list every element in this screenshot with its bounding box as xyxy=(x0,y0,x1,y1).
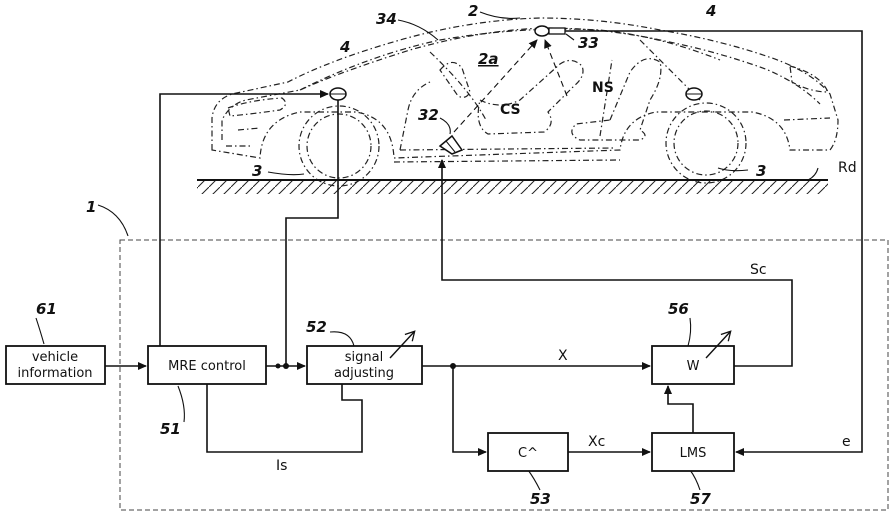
w-filter-label: W xyxy=(687,359,700,374)
vehicle-illustration xyxy=(211,17,839,187)
vehicle-information-line2: information xyxy=(17,366,92,381)
c-hat-block: C^ xyxy=(487,432,569,472)
sound-paths xyxy=(453,39,568,133)
ref-56: 56 xyxy=(668,300,689,318)
ref-2a: 2a xyxy=(478,50,499,68)
label-rd: Rd xyxy=(838,160,857,176)
signal-adjusting-line1: signal xyxy=(345,350,383,365)
ref-52: 52 xyxy=(306,318,327,336)
label-sc: Sc xyxy=(750,262,767,278)
ref-1: 1 xyxy=(86,198,96,216)
ref-32: 32 xyxy=(418,106,439,124)
ref-34: 34 xyxy=(376,10,397,28)
control-unit-frame xyxy=(119,239,889,511)
adjustable-arrow-52 xyxy=(389,330,416,359)
ref-3-rear: 3 xyxy=(756,162,766,180)
reference-numerals: 2 34 2a 33 4 4 32 3 3 1 61 51 52 53 56 5… xyxy=(36,2,766,508)
ref-4-front: 4 xyxy=(339,38,350,56)
label-e: e xyxy=(842,434,851,450)
front-wheel xyxy=(298,105,380,187)
vehicle-information-block: vehicle information xyxy=(5,345,106,385)
ref-33: 33 xyxy=(578,34,599,52)
adjustable-arrow-56 xyxy=(705,330,732,359)
label-cs: CS xyxy=(500,102,521,118)
vibration-sensor-front xyxy=(329,87,347,101)
ref-53: 53 xyxy=(530,490,551,508)
rear-wheel xyxy=(665,102,747,184)
ref-61: 61 xyxy=(36,300,57,318)
label-x: X xyxy=(558,348,568,364)
ref-57: 57 xyxy=(690,490,711,508)
lms-block: LMS xyxy=(651,432,735,472)
mre-control-label: MRE control xyxy=(168,359,246,374)
vehicle-information-line1: vehicle xyxy=(32,350,78,365)
signal-adjusting-line2: adjusting xyxy=(334,366,394,381)
leader-lines xyxy=(35,11,819,491)
signal-labels: CS NS Rd X Xc Sc e Is xyxy=(276,80,857,474)
lms-label: LMS xyxy=(680,446,707,461)
ref-51: 51 xyxy=(160,420,181,438)
signal-adjusting-block: signal adjusting xyxy=(306,345,423,385)
ref-2: 2 xyxy=(468,2,478,20)
label-is: Is xyxy=(276,458,287,474)
signal-wires xyxy=(105,30,863,456)
mre-control-block: MRE control xyxy=(147,345,267,385)
ref-3-front: 3 xyxy=(252,162,262,180)
label-ns: NS xyxy=(592,80,614,96)
label-xc: Xc xyxy=(588,434,605,450)
speaker-icon xyxy=(438,134,464,155)
w-filter-block: W xyxy=(651,345,735,385)
c-hat-label: C^ xyxy=(518,446,538,461)
ref-4-rear: 4 xyxy=(705,2,716,20)
vibration-sensor-rear xyxy=(685,87,703,101)
microphone-icon xyxy=(534,25,566,37)
road-surface xyxy=(197,179,828,194)
